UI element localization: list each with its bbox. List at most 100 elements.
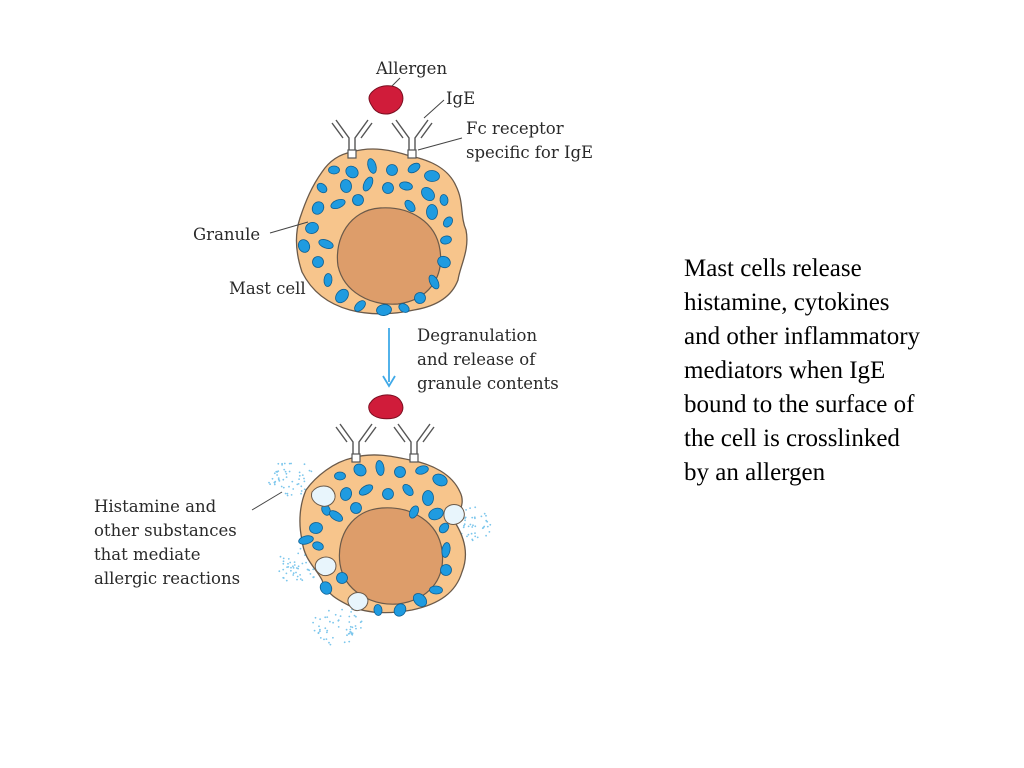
mediator-particle [341,608,343,611]
mediator-particle [281,462,283,465]
mediator-particle [286,566,288,568]
mediator-particle [293,561,296,563]
mediator-particle [280,485,283,488]
leader-fc-receptor [417,137,463,151]
mediator-particle [299,547,302,550]
mediator-particle [309,573,312,575]
granule [352,194,364,206]
mediator-particle [313,629,316,632]
mediator-particle [350,631,352,634]
granule [399,181,413,191]
mediator-particle [325,638,328,640]
granule [394,466,406,478]
mediator-particle [473,516,476,519]
mediator-particle [282,577,285,579]
granule [358,484,374,496]
mediator-particle [308,569,311,572]
label-histamine-line3: that mediate [94,545,200,564]
label-fc-receptor-line2: specific for IgE [466,143,593,162]
mediator-particle [298,474,301,477]
label-fc-receptor-line1: Fc receptor [466,119,564,138]
mediator-particle [283,462,286,465]
mediator-particle [300,492,302,495]
granules-top [297,158,453,316]
granule [422,490,434,506]
granule [382,182,394,194]
mediator-particle [337,626,340,628]
leader-granule [269,221,309,234]
granule [334,471,346,481]
caption: Mast cells release histamine, cytokines … [684,252,1004,490]
mediator-particle [470,532,473,535]
mediator-particle [332,636,334,639]
granule [404,199,416,213]
mediator-particle [277,462,280,465]
mediator-particle [290,566,292,569]
mediator-particle [273,472,276,475]
granule [414,292,426,304]
mediator-particle [301,474,304,476]
mediator-particle [303,477,305,480]
granule [439,194,449,206]
mediator-particle [463,523,466,526]
granule [336,572,348,584]
mediator-particle [282,557,285,560]
mediator-particle [466,535,468,538]
mediator-particle [287,558,290,560]
granule [428,507,444,521]
mediator-particle [301,579,304,582]
mediator-particle [471,538,474,541]
mediator-particle [334,613,337,616]
mediator-particle [299,578,302,580]
mediator-particle [285,472,288,475]
mediator-particle [348,640,351,643]
mediator-particle [476,536,479,539]
mediator-particle [305,561,307,564]
label-histamine-line2: other substances [94,521,237,540]
mediator-particle [290,494,293,496]
mediator-particle [296,575,299,578]
mediator-particle [291,480,294,483]
mediator-particle [276,474,278,476]
label-histamine-line1: Histamine and [94,497,217,516]
granule [297,239,311,253]
mediator-particle [300,485,303,488]
mediator-particle [485,534,487,537]
mediator-particle [471,516,474,519]
mediator-particle [278,570,281,573]
allergen-crosslinking [368,394,404,420]
mediator-particle [289,561,292,564]
mediator-particle [467,533,470,536]
mediator-particle [319,618,321,621]
mediator-particle [295,571,297,574]
label-ige: IgE [446,89,475,108]
granule [345,165,359,179]
mediator-particle [485,514,487,517]
mediator-particle [299,574,301,576]
granule [305,222,319,234]
mediator-particle [359,621,362,624]
mast-cell-top: Allergen IgE Fc receptor specific for Ig… [193,59,593,316]
granule [350,502,362,514]
mediator-particle [355,627,357,630]
mediator-particle [274,480,277,483]
granule [386,164,398,176]
mediator-particle [485,519,488,522]
mediator-particle [326,629,329,632]
granule [340,179,352,193]
mediator-particle [282,486,285,489]
mediator-particle [288,462,291,465]
mediator-particle [290,569,292,572]
granule [398,303,410,313]
mediator-particle [483,512,486,515]
mediator-particle [472,524,474,527]
mediator-particle [351,626,354,629]
mediator-particle [314,616,317,619]
caption-line: the cell is crosslinked [684,425,900,452]
granule [323,273,333,287]
mediator-particle [323,638,325,641]
mediator-particle [326,616,329,618]
mediator-particle [329,620,331,623]
caption-line: bound to the surface of [684,391,915,418]
